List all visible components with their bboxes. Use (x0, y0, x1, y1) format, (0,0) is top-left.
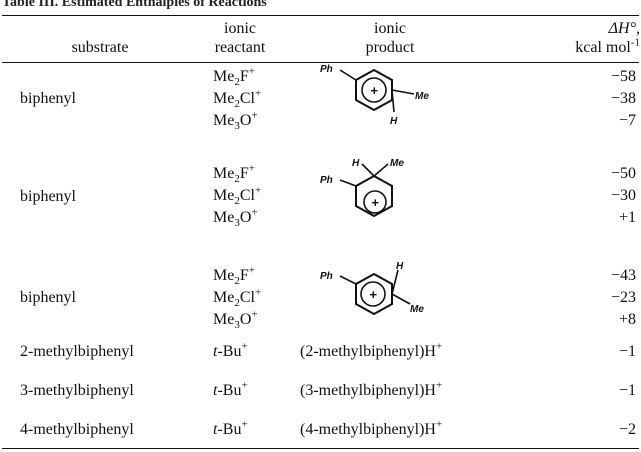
reactant-me2cl: Me2Cl+ (213, 184, 262, 208)
header-substrate-text: substrate (71, 39, 129, 56)
label-me: Me (415, 91, 429, 102)
svg-text:+: + (369, 287, 377, 302)
table-caption: Table III. Estimated Enthalpies of React… (2, 0, 267, 10)
top-rule (2, 15, 639, 16)
group1-values: −58 −38 −7 (560, 66, 636, 132)
value: −43 (610, 267, 636, 284)
header-product-line2: product (365, 39, 415, 56)
header-rule (2, 62, 639, 63)
group2-substrate: biphenyl (20, 188, 76, 205)
header-ionic-reactant: ionic reactant (190, 19, 290, 57)
row-reactant: t-Bu+ (213, 418, 248, 438)
header-dh-line1: ΔH°, (608, 20, 640, 37)
label-h: H (390, 116, 398, 127)
reactant-me2cl: Me2Cl+ (213, 87, 262, 111)
svg-text:+: + (371, 195, 379, 210)
header-enthalpy: ΔH°, kcal mol-1 (500, 19, 640, 57)
group1-substrate: biphenyl (20, 90, 76, 107)
header-dh-unit: kcal mol (575, 39, 631, 56)
group2-values: −50 −30 +1 (560, 163, 636, 229)
group3-substrate: biphenyl (20, 289, 76, 306)
header-product-line1: ionic (374, 20, 406, 37)
header-dh-exponent: -1 (630, 36, 640, 49)
group3-reactants: Me2F+ Me2Cl+ Me3O+ (213, 265, 261, 331)
svg-text:+: + (370, 83, 378, 98)
group3-product-structure: + Ph H Me (320, 261, 424, 316)
group1-reactants: Me2F+ Me2Cl+ Me3O+ (213, 66, 261, 132)
reactant-me2cl: Me2Cl+ (213, 286, 262, 310)
row-substrate: 3-methylbiphenyl (20, 382, 134, 399)
header-dh-line2: kcal mol-1 (500, 36, 640, 57)
group3-values: −43 −23 +8 (560, 265, 636, 331)
row-substrate: 2-methylbiphenyl (20, 343, 134, 360)
group2-product-structure: + Ph H Me (320, 158, 404, 218)
value: −30 (610, 187, 636, 204)
value: −38 (610, 90, 636, 107)
row-product: (3-methylbiphenyl)H+ (300, 379, 443, 399)
row-substrate: 4-methylbiphenyl (20, 421, 134, 438)
bottom-rule (2, 448, 639, 449)
row-value: −1 (618, 343, 636, 360)
row-product: (2-methylbiphenyl)H+ (300, 340, 443, 360)
value: −58 (610, 68, 636, 85)
label-ph: Ph (320, 175, 333, 186)
value: −7 (618, 112, 636, 129)
header-substrate: substrate (40, 38, 160, 57)
header-reactant-line1: ionic (224, 20, 256, 37)
group1-product-structure: + Ph Me H (320, 64, 429, 127)
reactant-me2f: Me2F+ (213, 65, 255, 89)
row-reactant: t-Bu+ (213, 379, 248, 399)
label-ph: Ph (320, 64, 333, 75)
reactant-me3o: Me3O+ (213, 109, 258, 133)
row-reactant: t-Bu+ (213, 340, 248, 360)
value: +1 (618, 209, 636, 226)
row-product: (4-methylbiphenyl)H+ (300, 418, 443, 438)
reactant-me3o: Me3O+ (213, 308, 258, 332)
reactant-me3o: Me3O+ (213, 206, 258, 230)
value: −50 (610, 165, 636, 182)
label-h: H (352, 158, 360, 169)
row-value: −1 (618, 382, 636, 399)
group2-reactants: Me2F+ Me2Cl+ Me3O+ (213, 163, 261, 229)
header-reactant-line2: reactant (214, 39, 266, 56)
value: −23 (610, 289, 636, 306)
reactant-me2f: Me2F+ (213, 264, 255, 288)
label-me: Me (390, 158, 404, 169)
label-h: H (396, 261, 404, 272)
value: +8 (618, 311, 636, 328)
row-value: −2 (618, 421, 636, 438)
label-ph: Ph (320, 271, 333, 282)
header-ionic-product: ionic product (320, 19, 460, 57)
label-me: Me (410, 304, 424, 315)
reactant-me2f: Me2F+ (213, 162, 255, 186)
